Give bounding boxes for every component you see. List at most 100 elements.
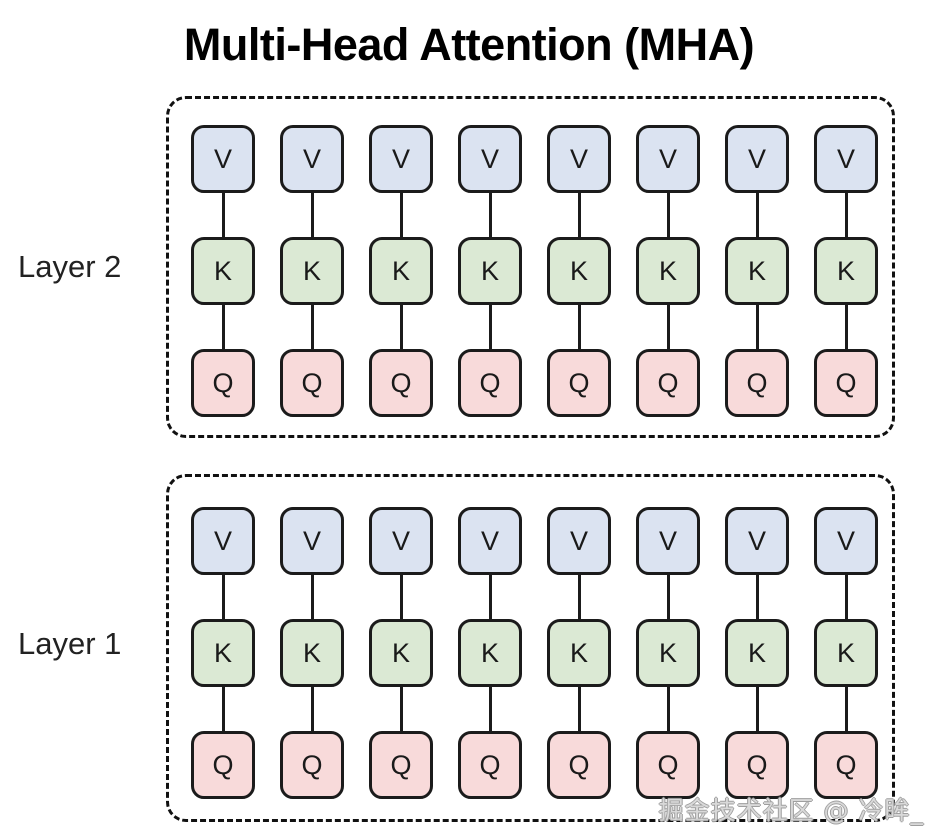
node-k[interactable]: K [191,619,255,687]
node-v[interactable]: V [280,125,344,193]
connector-line [221,193,225,237]
node-q[interactable]: Q [191,731,255,799]
connector-line [399,687,403,731]
node-v[interactable]: V [547,507,611,575]
node-q[interactable]: Q [547,349,611,417]
connector-line [577,687,581,731]
node-v[interactable]: V [458,125,522,193]
node-k[interactable]: K [458,237,522,305]
node-q[interactable]: Q [458,349,522,417]
node-q[interactable]: Q [280,731,344,799]
connector-line [221,575,225,619]
connector-line [666,687,670,731]
connector-line [666,575,670,619]
node-q[interactable]: Q [725,731,789,799]
node-q[interactable]: Q [280,349,344,417]
node-v[interactable]: V [547,125,611,193]
connector-line [310,193,314,237]
node-v[interactable]: V [191,125,255,193]
node-q[interactable]: Q [191,349,255,417]
node-k[interactable]: K [636,619,700,687]
node-v[interactable]: V [725,125,789,193]
node-v[interactable]: V [636,125,700,193]
connector-line [488,575,492,619]
connector-line [755,575,759,619]
node-q[interactable]: Q [814,731,878,799]
connector-line [221,305,225,349]
connector-line [844,687,848,731]
node-v[interactable]: V [636,507,700,575]
node-k[interactable]: K [547,237,611,305]
node-v[interactable]: V [814,507,878,575]
connector-line [399,193,403,237]
node-k[interactable]: K [369,619,433,687]
connector-line [666,193,670,237]
node-k[interactable]: K [369,237,433,305]
connector-line [844,305,848,349]
connector-line [755,687,759,731]
node-q[interactable]: Q [636,731,700,799]
node-q[interactable]: Q [458,731,522,799]
node-k[interactable]: K [547,619,611,687]
node-v[interactable]: V [191,507,255,575]
connector-line [577,305,581,349]
connector-line [488,687,492,731]
connector-line [488,193,492,237]
node-v[interactable]: V [725,507,789,575]
connector-line [844,575,848,619]
connector-line [488,305,492,349]
node-q[interactable]: Q [814,349,878,417]
node-k[interactable]: K [725,237,789,305]
connector-line [310,305,314,349]
watermark: 掘金技术社区 @ 冷眸_ [658,796,924,825]
node-k[interactable]: K [280,619,344,687]
page-title: Multi-Head Attention (MHA) [183,19,755,70]
layer-label-layer-2: Layer 2 [18,249,122,284]
connector-line [577,193,581,237]
node-q[interactable]: Q [369,349,433,417]
connector-line [577,575,581,619]
node-v[interactable]: V [369,507,433,575]
node-q[interactable]: Q [547,731,611,799]
connector-line [755,193,759,237]
node-k[interactable]: K [191,237,255,305]
node-q[interactable]: Q [725,349,789,417]
node-k[interactable]: K [814,619,878,687]
node-k[interactable]: K [280,237,344,305]
node-v[interactable]: V [280,507,344,575]
connector-line [399,305,403,349]
node-v[interactable]: V [458,507,522,575]
node-k[interactable]: K [725,619,789,687]
node-v[interactable]: V [369,125,433,193]
connector-line [310,575,314,619]
node-k[interactable]: K [814,237,878,305]
layer-label-layer-1: Layer 1 [18,626,122,661]
node-q[interactable]: Q [636,349,700,417]
connector-line [755,305,759,349]
node-q[interactable]: Q [369,731,433,799]
node-k[interactable]: K [636,237,700,305]
connector-line [844,193,848,237]
connector-line [221,687,225,731]
node-k[interactable]: K [458,619,522,687]
connector-line [666,305,670,349]
node-v[interactable]: V [814,125,878,193]
